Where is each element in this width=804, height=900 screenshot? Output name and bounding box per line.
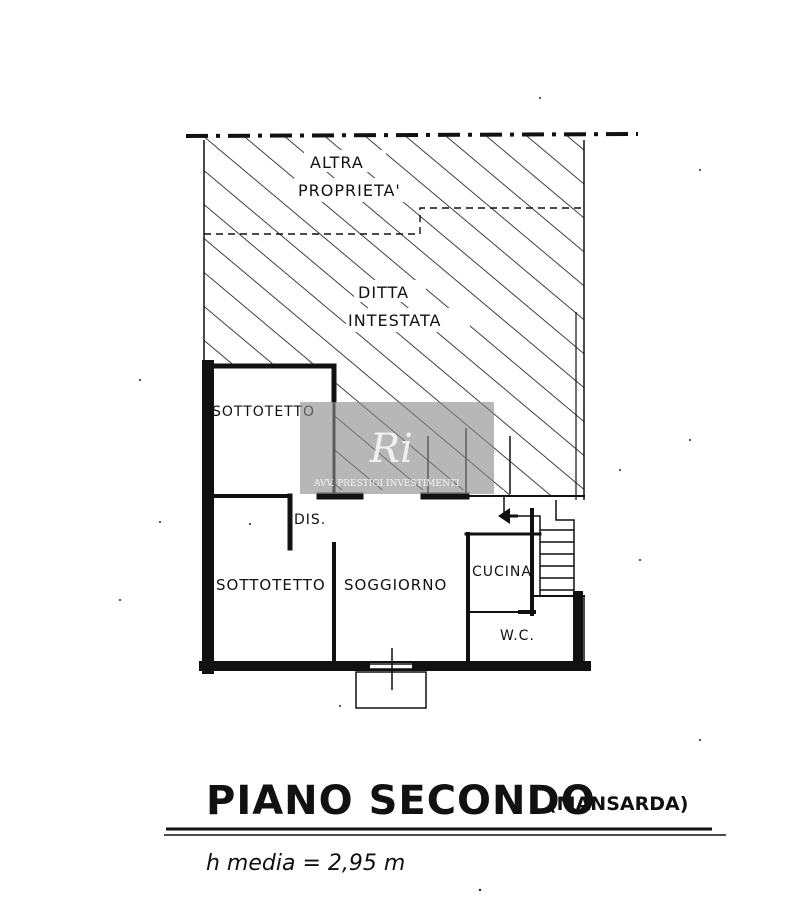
building-walls — [199, 360, 591, 674]
dashed-boundary — [204, 207, 584, 235]
label-cucina: CUCINA — [472, 564, 532, 580]
label-sottotetto-top: SOTTOTETTO — [212, 404, 315, 420]
watermark-logo: Ri — [369, 426, 413, 472]
label-soggiorno: SOGGIORNO — [344, 576, 447, 594]
label-ditta: DITTA — [358, 283, 409, 302]
plan-title: PIANO SECONDO — [206, 778, 596, 824]
label-altra: ALTRA — [310, 153, 364, 172]
watermark-text: AVV. PRESTIGI INVESTIMENTI — [313, 479, 460, 489]
label-intestata: INTESTATA — [348, 311, 441, 330]
plan-subtitle: (MANSARDA) — [548, 793, 688, 815]
label-wc: W.C. — [500, 628, 535, 644]
staircase — [503, 496, 575, 596]
label-sottotetto-left: SOTTOTETTO — [216, 576, 326, 594]
stair-arrow-icon — [498, 508, 510, 524]
property-boundary-line — [185, 132, 639, 138]
entrance-bay — [355, 648, 427, 709]
label-proprieta: PROPRIETA' — [298, 181, 401, 200]
watermark: Ri AVV. PRESTIGI INVESTIMENTI — [300, 402, 494, 494]
label-dis: DIS. — [294, 512, 326, 528]
height-note: h media = 2,95 m — [206, 851, 405, 876]
